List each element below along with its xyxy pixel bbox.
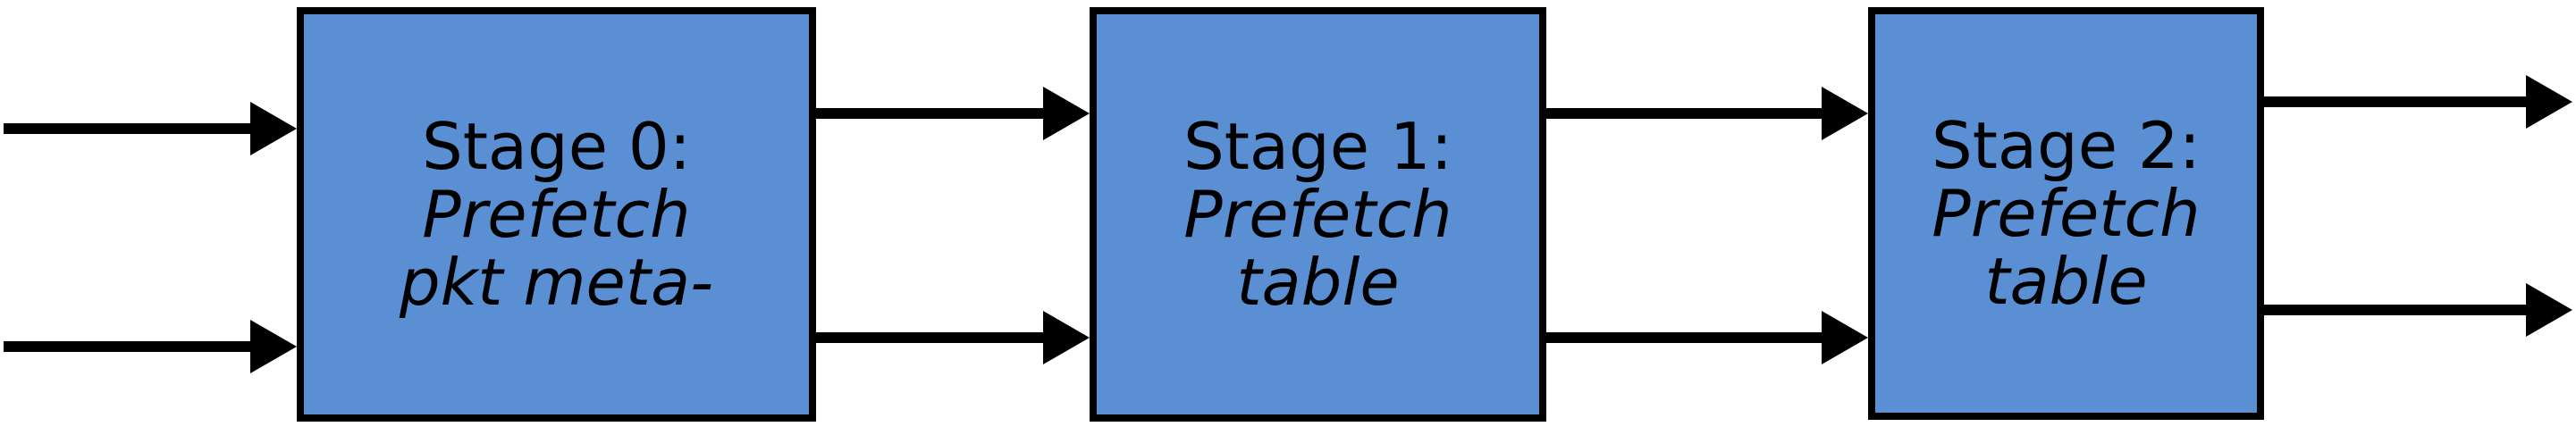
arrowhead-icon-output-top (2526, 75, 2572, 129)
arrowhead-icon-stage0-to-stage1-bottom (1043, 311, 1090, 364)
stage-2-title: Stage 2: (1931, 107, 2201, 183)
arrow-line-output-top (2264, 96, 2530, 107)
arrow-line-output-bottom (2264, 305, 2530, 315)
arrow-line-stage1-to-stage2-bottom (1546, 332, 1825, 343)
arrowhead-icon-stage0-to-stage1-top (1043, 87, 1090, 140)
stage-2-box: Stage 2: Prefetch table (1868, 7, 2264, 420)
arrowhead-icon-stage1-to-stage2-top (1822, 87, 1868, 140)
stage-1-title: Stage 1: (1183, 108, 1452, 184)
stage-2-subtitle-line-2: table (1984, 244, 2148, 320)
arrowhead-icon-output-bottom (2526, 283, 2572, 337)
arrow-line-stage0-to-stage1-bottom (816, 332, 1047, 343)
stage-0-subtitle-line-2: pkt meta- (399, 245, 714, 321)
arrow-line-input-bottom (4, 341, 254, 352)
stage-1-subtitle-line-1: Prefetch (1183, 176, 1452, 252)
arrowhead-icon-input-top (250, 102, 297, 155)
stage-1-box: Stage 1: Prefetch table (1090, 7, 1546, 422)
stage-1-subtitle-line-2: table (1236, 245, 1400, 321)
stage-0-subtitle-line-1: Prefetch (422, 176, 691, 252)
stage-2-subtitle-line-1: Prefetch (1932, 175, 2201, 251)
arrow-line-stage1-to-stage2-top (1546, 108, 1825, 119)
arrowhead-icon-input-bottom (250, 320, 297, 373)
arrowhead-icon-stage1-to-stage2-bottom (1822, 311, 1868, 364)
arrow-line-input-top (4, 123, 254, 134)
stage-0-box: Stage 0: Prefetch pkt meta- (297, 7, 816, 422)
arrow-line-stage0-to-stage1-top (816, 108, 1047, 119)
stage-0-title: Stage 0: (421, 108, 691, 184)
